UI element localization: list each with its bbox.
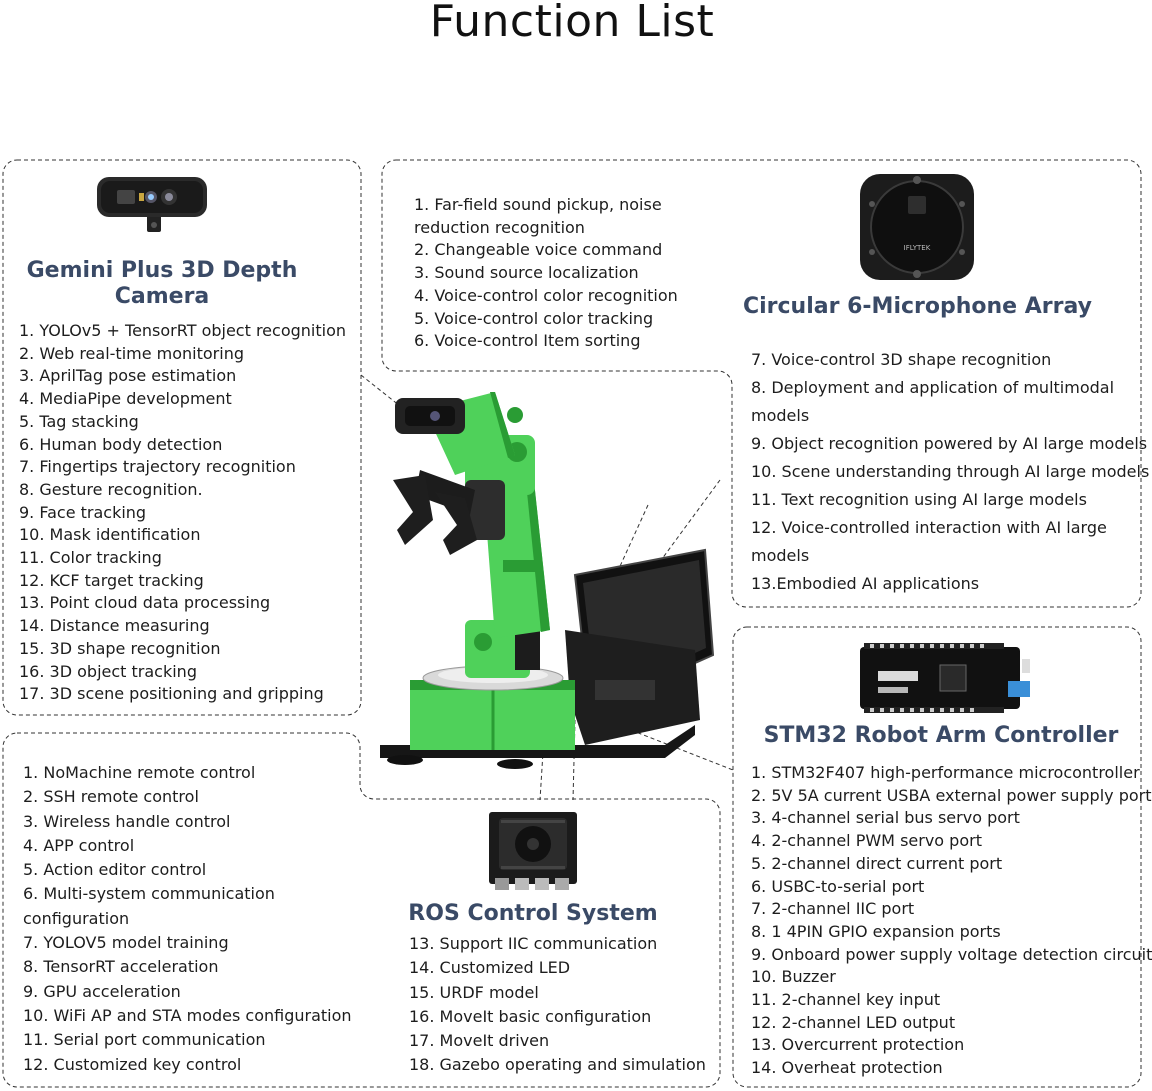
stm-title: STM32 Robot Arm Controller [763,723,1119,748]
list-item: 2. Changeable voice command [414,240,663,260]
microphone-array-image: IFLYTEK [860,174,974,280]
list-item: 1. Far-field sound pickup, noise [414,195,662,214]
depth-camera-image [97,177,207,232]
list-item: 1. STM32F407 high-performance microcontr… [751,763,1140,782]
list-item: 1. YOLOv5 + TensorRT object recognition [19,321,346,340]
list-item: 13. Point cloud data processing [19,593,271,613]
list-item: 12. Customized key control [23,1054,242,1074]
list-item: 9. Object recognition powered by AI larg… [751,434,1148,453]
robot-arm-image [380,392,715,769]
list-item: 7. Voice-control 3D shape recognition [751,350,1052,369]
ros-feature-list-right: 13. Support IIC communication 14. Custom… [409,932,706,1078]
ros-title: ROS Control System [408,901,658,926]
list-item: 1. NoMachine remote control [23,763,256,782]
list-item: 5. Action editor control [23,860,207,880]
list-item: 4. Voice-control color recognition [414,285,678,305]
list-item: 12. KCF target tracking [19,570,204,590]
list-item: 3. Wireless handle control [23,811,231,831]
list-item: 15. URDF model [409,982,539,1002]
mic-title: Circular 6-Microphone Array [742,294,1092,319]
list-item: models [751,406,810,425]
list-item: 8. TensorRT acceleration [23,957,219,977]
list-item: 6. Voice-control Item sorting [414,331,641,351]
jetson-board-image [489,812,577,890]
list-item: 14. Customized LED [409,958,571,978]
list-item: 5. 2-channel direct current port [751,853,1003,873]
list-item: 13.Embodied AI applications [751,574,980,593]
list-item: 14. Overheat protection [751,1058,943,1078]
list-item: 16. 3D object tracking [19,661,197,681]
list-item: 13. Support IIC communication [409,934,658,953]
list-item: 13. Overcurrent protection [751,1035,965,1055]
mic-feature-list-right: 7. Voice-control 3D shape recognition 8.… [751,346,1149,598]
list-item: 10. WiFi AP and STA modes configuration [23,1005,352,1025]
list-item: 3. Sound source localization [414,263,639,283]
list-item: 2. Web real-time monitoring [19,343,244,363]
list-item: 6. Multi-system communication [23,884,275,904]
list-item: reduction recognition [414,217,585,237]
list-item: 14. Distance measuring [19,616,210,636]
controller-board-image [860,643,1030,713]
list-item: 11. Serial port communication [23,1030,266,1050]
list-item: 4. MediaPipe development [19,389,232,409]
list-item: 18. Gazebo operating and simulation [409,1055,706,1075]
list-item: 9. Face tracking [19,502,147,522]
camera-title-line2: Camera [114,284,210,309]
list-item: 11. Text recognition using AI large mode… [751,490,1087,509]
list-item: 17. MoveIt driven [409,1031,550,1051]
list-item: 8. Gesture recognition. [19,479,203,499]
page-title: Function List [429,0,715,47]
list-item: 8. 1 4PIN GPIO expansion ports [751,921,1001,941]
list-item: 2. SSH remote control [23,787,199,807]
list-item: 4. APP control [23,835,135,855]
ros-feature-list-left: 1. NoMachine remote control 2. SSH remot… [23,761,352,1077]
list-item: models [751,546,810,565]
list-item: configuration [23,908,130,928]
list-item: 16. MoveIt basic configuration [409,1006,652,1026]
list-item: 7. 2-channel IIC port [751,899,915,919]
list-item: 12. 2-channel LED output [751,1012,956,1032]
list-item: 6. Human body detection [19,434,223,454]
list-item: 12. Voice-controlled interaction with AI… [751,518,1107,537]
list-item: 5. Voice-control color tracking [414,308,654,328]
list-item: 3. 4-channel serial bus servo port [751,808,1020,828]
list-item: 7. YOLOV5 model training [23,933,229,953]
mic-logo-text: IFLYTEK [904,244,931,252]
stm-feature-list: 1. STM32F407 high-performance microcontr… [751,762,1152,1080]
list-item: 2. 5V 5A current USBA external power sup… [751,785,1152,805]
list-item: 9. GPU acceleration [23,981,181,1001]
list-item: 4. 2-channel PWM servo port [751,831,982,851]
list-item: 11. Color tracking [19,548,162,568]
list-item: 10. Mask identification [19,525,201,545]
list-item: 11. 2-channel key input [751,990,941,1010]
list-item: 10. Buzzer [751,967,836,987]
list-item: 17. 3D scene positioning and gripping [19,684,324,704]
list-item: 9. Onboard power supply voltage detectio… [751,944,1152,964]
list-item: 7. Fingertips trajectory recognition [19,457,296,477]
list-item: 6. USBC-to-serial port [751,876,925,896]
list-item: 15. 3D shape recognition [19,638,221,658]
list-item: 10. Scene understanding through AI large… [751,462,1150,481]
list-item: 8. Deployment and application of multimo… [751,378,1115,397]
list-item: 5. Tag stacking [19,411,139,431]
camera-title-line1: Gemini Plus 3D Depth [26,258,298,283]
mic-feature-list-left: 1. Far-field sound pickup, noise reducti… [414,194,678,353]
camera-feature-list: 1. YOLOv5 + TensorRT object recognition … [19,320,346,706]
camera-title: Gemini Plus 3D Depth Camera [3,258,321,310]
list-item: 3. AprilTag pose estimation [19,366,237,386]
